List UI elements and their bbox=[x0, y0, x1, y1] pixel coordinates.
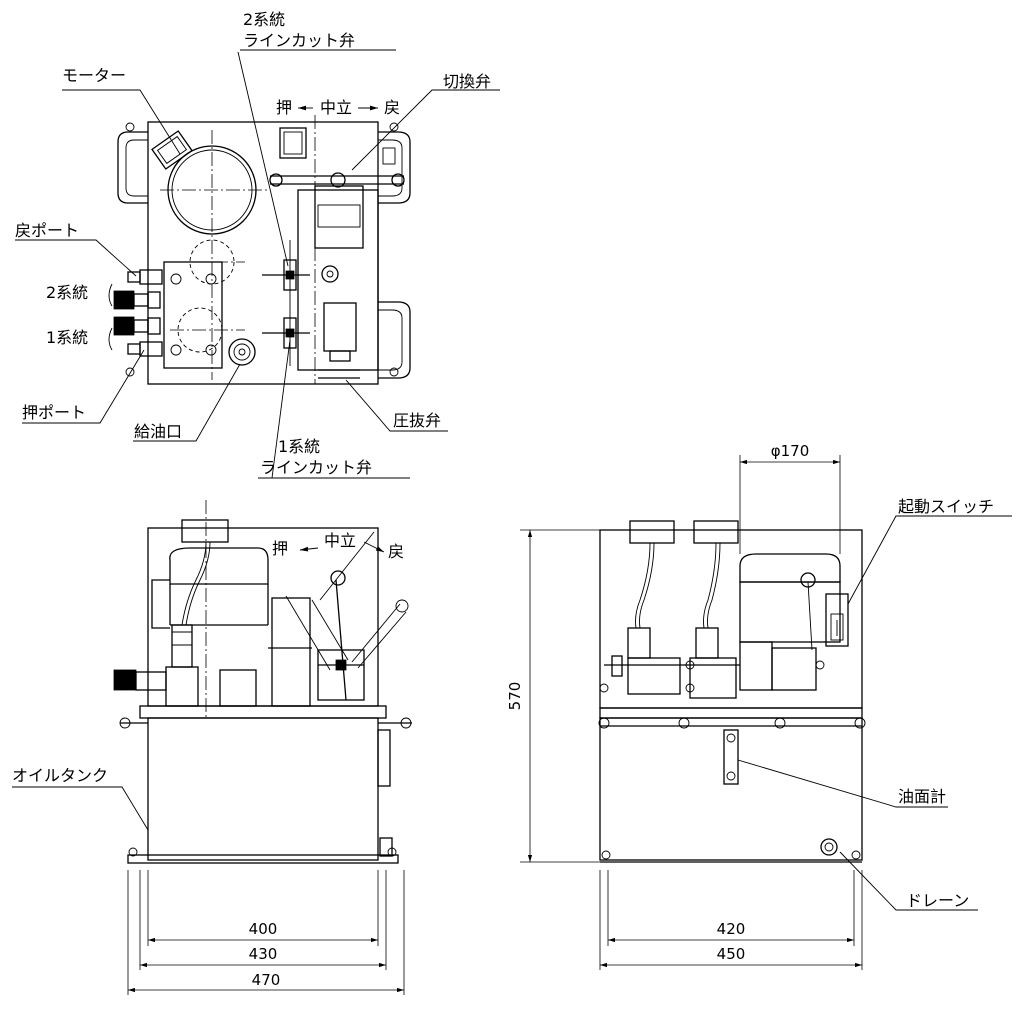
dim-420: 420 bbox=[717, 920, 746, 938]
system-2-label: 2系統 bbox=[46, 283, 88, 302]
top-view bbox=[15, 49, 500, 479]
front-view bbox=[12, 500, 412, 995]
dim-470: 470 bbox=[252, 971, 281, 989]
dim-400: 400 bbox=[249, 920, 278, 938]
return-port-label: 戻ポート bbox=[15, 221, 79, 240]
dim-450: 450 bbox=[717, 945, 746, 963]
top-neutral-label: 中立 bbox=[320, 98, 352, 117]
dim-430: 430 bbox=[249, 945, 278, 963]
drain-label: ドレーン bbox=[906, 891, 969, 910]
dim-motor-diameter: φ170 bbox=[771, 442, 810, 460]
dim-570: 570 bbox=[506, 682, 524, 711]
top-return-label: 戻 bbox=[384, 98, 400, 117]
relief-valve-label: 圧抜弁 bbox=[393, 411, 441, 430]
line-cut-valve-1-label: ラインカット弁 bbox=[260, 458, 372, 477]
switch-valve-label: 切換弁 bbox=[443, 72, 491, 91]
oil-gauge-label: 油面計 bbox=[898, 787, 946, 806]
front-push-label: 押 bbox=[272, 539, 288, 558]
line-cut-valve-1-system-label: 1系統 bbox=[278, 437, 320, 456]
push-port-label: 押ポート bbox=[22, 403, 86, 422]
line-cut-valve-2-system-label: 2系統 bbox=[243, 10, 285, 29]
side-view bbox=[520, 455, 1012, 970]
motor-label: モーター bbox=[62, 66, 126, 85]
top-push-label: 押 bbox=[276, 98, 292, 117]
front-return-label: 戻 bbox=[388, 542, 404, 561]
system-1-label: 1系統 bbox=[46, 328, 88, 347]
front-neutral-label: 中立 bbox=[324, 531, 356, 550]
oil-tank-label: オイルタンク bbox=[12, 766, 108, 785]
oil-inlet-label: 給油口 bbox=[134, 422, 182, 441]
start-switch-label: 起動スイッチ bbox=[898, 497, 994, 516]
line-cut-valve-2-label: ラインカット弁 bbox=[243, 31, 355, 50]
